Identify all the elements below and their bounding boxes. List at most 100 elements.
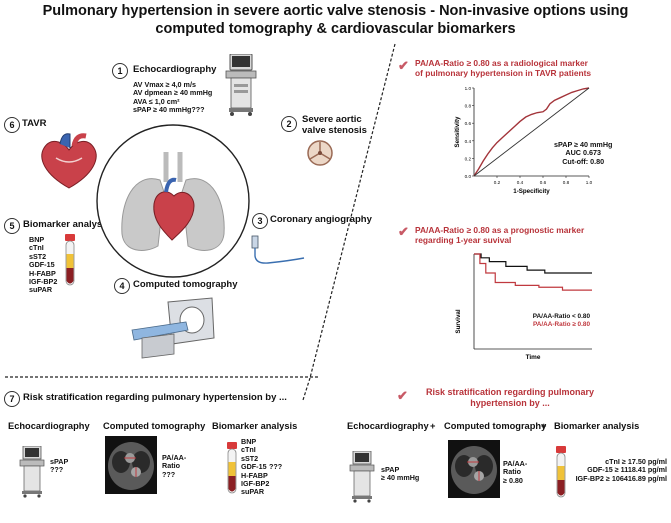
- check-icon: ✔: [397, 388, 408, 403]
- rr-echo-value-line-2: ≥ 40 mmHg: [381, 473, 420, 483]
- y-tick-label: 0.6: [465, 121, 472, 126]
- rr-ct-value-line-2: Ratio: [503, 467, 521, 477]
- bl-biomarker-item: BNP: [241, 437, 257, 446]
- risk-right-title-line-2: hypertension by ...: [470, 398, 550, 408]
- lungs-illustration: [96, 124, 250, 278]
- y-axis-label: Sensitivity: [454, 116, 461, 148]
- title-line-2: computed tomography & cardiovascular bio…: [155, 21, 516, 37]
- roc-chart: 0.0 0.2 0.4 0.6 0.8 1.0 0.2 0.4 0.6 0.8 1.0 1-Speci…: [454, 86, 593, 195]
- legend-entry: PA/AA-Ratio < 0.80: [533, 313, 591, 320]
- echo-criteria: AV Vmax ≥ 4,0 m/s AV dpmean ≥ 40 mmHg AV…: [133, 80, 212, 115]
- step-5-label: Biomarker analysis: [23, 219, 111, 230]
- bl-bio-label: Biomarker analysis: [212, 421, 298, 431]
- rr-plus-2: +: [541, 421, 547, 431]
- legend-entry: PA/AA-Ratio ≥ 0.80: [533, 321, 590, 328]
- rr-bio-value: cTnI ≥ 17.50 pg/ml: [605, 457, 667, 466]
- bl-biomarker-item: H-FABP: [241, 470, 268, 480]
- y-tick-label: 0.2: [465, 156, 472, 161]
- rr-bio-value: IGF-BP2 ≥ 106416.89 pg/ml: [575, 473, 667, 483]
- check-icon: ✔: [398, 224, 409, 239]
- bl-biomarker-item: suPAR: [241, 487, 265, 497]
- step-2-number: 2: [281, 116, 297, 132]
- ultrasound-machine-icon: [349, 451, 375, 503]
- y-tick-label: 0.0: [465, 174, 472, 179]
- page-title: Pulmonary hypertension in severe aortic …: [0, 2, 671, 38]
- diagonal-divider-tail: [302, 377, 311, 401]
- blood-tube-icon: [227, 442, 237, 494]
- ultrasound-machine-icon: [19, 446, 45, 498]
- rr-bio-label: Biomarker analysis: [554, 421, 640, 431]
- biomarker-item: GDF-15: [29, 260, 55, 270]
- x-tick-label: 0.6: [540, 180, 547, 185]
- biomarker-item: sST2: [29, 251, 47, 261]
- x-axis-label: Time: [526, 354, 541, 361]
- y-axis-label: Survival: [455, 309, 462, 333]
- bl-biomarker-item: IGF-BP2: [241, 479, 270, 489]
- step-6-number: 6: [4, 117, 20, 133]
- bl-echo-label: Echocardiography: [8, 421, 90, 431]
- rr-bio-value: GDF-15 ≥ 1118.41 pg/ml: [587, 465, 667, 475]
- roc-annotation-line: AUC 0.673: [565, 148, 601, 158]
- x-tick-label: 0.8: [563, 180, 570, 185]
- bl-ct-value-line-2: Ratio: [162, 461, 180, 471]
- step-4-label: Computed tomography: [133, 279, 238, 290]
- catheter-icon: [251, 235, 305, 264]
- roc-annotation: sPAP ≥ 40 mmHg AUC 0.673 Cut-off: 0.80: [554, 140, 613, 166]
- bl-biomarker-item: sST2: [241, 453, 259, 463]
- step-3-number: 3: [252, 213, 268, 229]
- echo-criterion: AVA ≤ 1,0 cm²: [133, 96, 180, 106]
- bl-ct-value: PA/AA- Ratio ???: [162, 453, 187, 479]
- rr-ct-label: Computed tomography: [444, 421, 547, 431]
- rr-ct-value-line-1: PA/AA-: [503, 459, 528, 468]
- roc-title: PA/AA-Ratio ≥ 0.80 as a radiological mar…: [415, 58, 591, 78]
- bl-biomarker-list: BNP cTnI sST2 GDF-15 H-FABP IGF-BP2 suPA…: [241, 437, 270, 497]
- x-tick-label: 1.0: [586, 180, 593, 185]
- rr-echo-label: Echocardiography: [347, 421, 429, 431]
- step-4-number: 4: [114, 278, 130, 294]
- ct-scan-image: [448, 440, 500, 498]
- bl-ct-label: Computed tomography: [103, 421, 206, 431]
- diagonal-divider: [309, 43, 396, 379]
- step-2-label-line-2: valve stenosis: [302, 125, 367, 136]
- roc-curve: [473, 87, 590, 177]
- y-tick-label: 0.8: [465, 104, 472, 109]
- biomarker-item: BNP: [29, 235, 45, 244]
- km-title-line-2: regarding 1-year suvival: [415, 235, 512, 245]
- step-2-label-line-1: Severe aortic: [302, 114, 362, 125]
- ultrasound-machine-icon: [225, 54, 257, 116]
- ct-scanner-icon: [131, 297, 215, 359]
- ct-scan-image: [105, 436, 157, 494]
- title-line-1: Pulmonary hypertension in severe aortic …: [42, 3, 629, 19]
- bl-echo-value: sPAP ???: [50, 457, 68, 475]
- bl-biomarker-item: cTnI: [241, 445, 256, 455]
- bl-echo-value-line-2: ???: [50, 465, 64, 475]
- roc-annotation-line: sPAP ≥ 40 mmHg: [554, 140, 613, 149]
- rr-ct-value: PA/AA- Ratio ≥ 0.80: [503, 459, 528, 485]
- echo-criterion: AV Vmax ≥ 4,0 m/s: [133, 80, 196, 89]
- x-axis-label: 1-Specificity: [513, 188, 550, 195]
- rr-echo-value-line-1: sPAP: [381, 465, 400, 474]
- survival-curve: [474, 253, 592, 291]
- x-tick-label: 0.2: [494, 180, 501, 185]
- echo-criterion: sPAP ≥ 40 mmHg???: [133, 105, 205, 115]
- step-1-label: Echocardiography: [133, 64, 217, 75]
- roc-annotation-line: Cut-off: 0.80: [562, 156, 605, 166]
- step-6-label: TAVR: [22, 118, 47, 129]
- risk-right-title: Risk stratification regarding pulmonary …: [426, 387, 594, 409]
- risk-right-title-line-1: Risk stratification regarding pulmonary: [426, 387, 595, 397]
- biomarker-item: suPAR: [29, 285, 53, 295]
- y-tick-label: 0.4: [465, 139, 472, 144]
- aortic-valve-icon: [307, 140, 333, 166]
- y-tick-label: 1.0: [465, 86, 472, 91]
- bl-ct-value-line-1: PA/AA-: [162, 453, 187, 462]
- survival-curve: [474, 253, 592, 274]
- biomarker-item: cTnI: [29, 243, 44, 253]
- km-title-line-1: PA/AA-Ratio ≥ 0.80 as a prognostic marke…: [415, 225, 585, 235]
- x-tick-label: 0.4: [517, 180, 524, 185]
- heart-icon: [41, 133, 97, 189]
- roc-title-line-1: PA/AA-Ratio ≥ 0.80 as a radiological mar…: [415, 58, 588, 68]
- step-7-number: 7: [4, 391, 20, 407]
- bl-bio-value: ???: [269, 462, 283, 471]
